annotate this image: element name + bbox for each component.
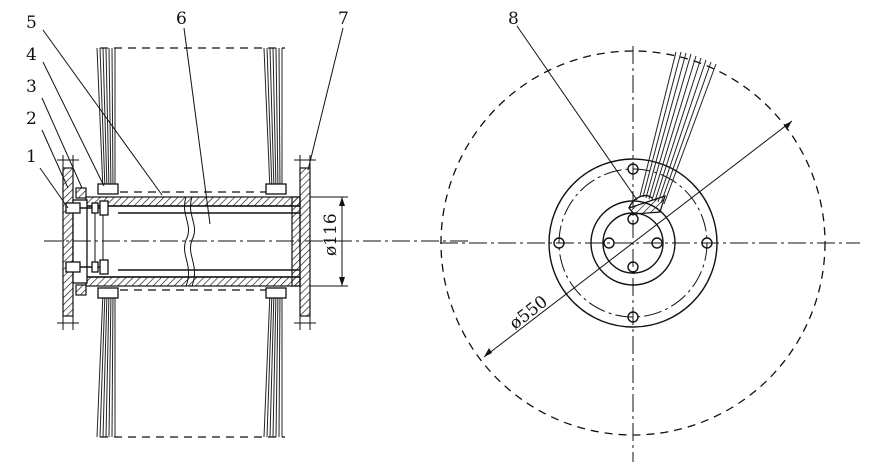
part-label-4: 4: [26, 45, 37, 65]
brush-diameter-dimension: ø550: [483, 120, 793, 358]
left-end-flange: [57, 155, 109, 330]
part-leader-8: [516, 25, 638, 201]
bristle-tuft: [627, 51, 717, 215]
flange-disc: [548, 158, 718, 328]
bristle-bundle-lower-right: [263, 291, 283, 438]
part-label-7: 7: [338, 9, 349, 29]
bristle-bundle-upper-right: [263, 47, 283, 191]
right-end-flange: [291, 155, 316, 330]
bore-diameter-label: ø116: [321, 213, 341, 256]
side-section-view: ø116 1 2 3 4 5 6 7: [26, 9, 470, 438]
outer-bolt-holes: [553, 163, 713, 323]
part-label-8: 8: [508, 9, 519, 29]
bristle-bundles: [96, 47, 283, 438]
bristle-bundle-upper-left: [96, 47, 116, 191]
brush-diameter-label: ø550: [506, 292, 552, 334]
brush-clamps: [97, 183, 287, 299]
end-view: ø550 8: [440, 9, 860, 462]
bore-dimension: ø116: [310, 196, 348, 287]
part-label-6: 6: [176, 9, 187, 29]
part-label-2: 2: [26, 109, 37, 129]
part-label-5: 5: [26, 13, 37, 33]
bristle-bundle-lower-left: [96, 291, 116, 438]
inner-bolt-holes: [603, 213, 663, 273]
brush-envelope-outline: [100, 47, 285, 438]
part-leaders: [39, 27, 344, 225]
bolt-circle: [558, 168, 708, 318]
part-label-1: 1: [26, 147, 37, 167]
part-label-3: 3: [26, 77, 37, 97]
